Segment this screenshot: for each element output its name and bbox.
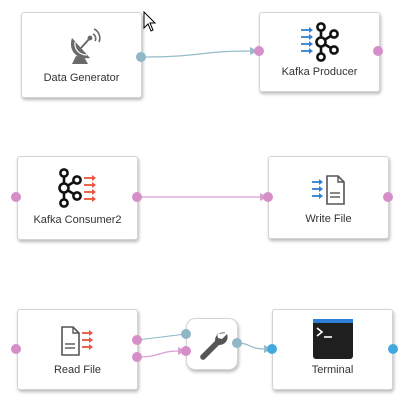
node-read-file[interactable]: Read File — [17, 309, 138, 390]
input-port[interactable] — [11, 192, 21, 202]
terminal-icon — [313, 319, 353, 359]
node-kafka-producer[interactable]: Kafka Producer — [259, 12, 380, 92]
output-port[interactable] — [132, 192, 142, 202]
satellite-dish-icon — [70, 28, 101, 64]
output-port[interactable] — [132, 352, 142, 362]
wire-readfile-to-transform — [136, 350, 179, 358]
output-port[interactable] — [136, 52, 146, 62]
output-port[interactable] — [373, 46, 383, 56]
wire-readfile-port-link — [136, 333, 187, 341]
node-transform[interactable] — [186, 318, 238, 370]
node-label: Terminal — [311, 364, 354, 376]
node-terminal[interactable]: Terminal — [272, 309, 393, 390]
node-label: Data Generator — [43, 72, 120, 84]
output-port[interactable] — [132, 335, 142, 345]
input-port[interactable] — [263, 192, 273, 202]
output-port[interactable] — [383, 192, 393, 202]
node-label: Read File — [53, 364, 102, 376]
node-write-file[interactable]: Write File — [268, 156, 389, 239]
input-port[interactable] — [267, 344, 277, 354]
node-label: Write File — [305, 213, 352, 225]
node-kafka-consumer[interactable]: Kafka Consumer2 — [17, 156, 138, 240]
node-data-generator[interactable]: Data Generator — [21, 12, 142, 98]
mouse-cursor-icon — [143, 11, 157, 32]
wrench-icon — [200, 332, 228, 360]
input-port[interactable] — [254, 46, 264, 56]
kafka-producer-icon — [301, 22, 339, 62]
write-file-icon — [312, 175, 345, 205]
input-port[interactable] — [181, 329, 191, 339]
input-port[interactable] — [11, 344, 21, 354]
read-file-icon — [61, 326, 93, 356]
kafka-consumer-icon — [58, 168, 96, 208]
output-port[interactable] — [232, 338, 242, 348]
node-label: Kafka Producer — [281, 66, 358, 78]
wire-generator-to-producer — [145, 50, 251, 58]
output-port[interactable] — [388, 344, 398, 354]
input-port[interactable] — [181, 346, 191, 356]
node-label: Kafka Consumer2 — [33, 214, 122, 226]
